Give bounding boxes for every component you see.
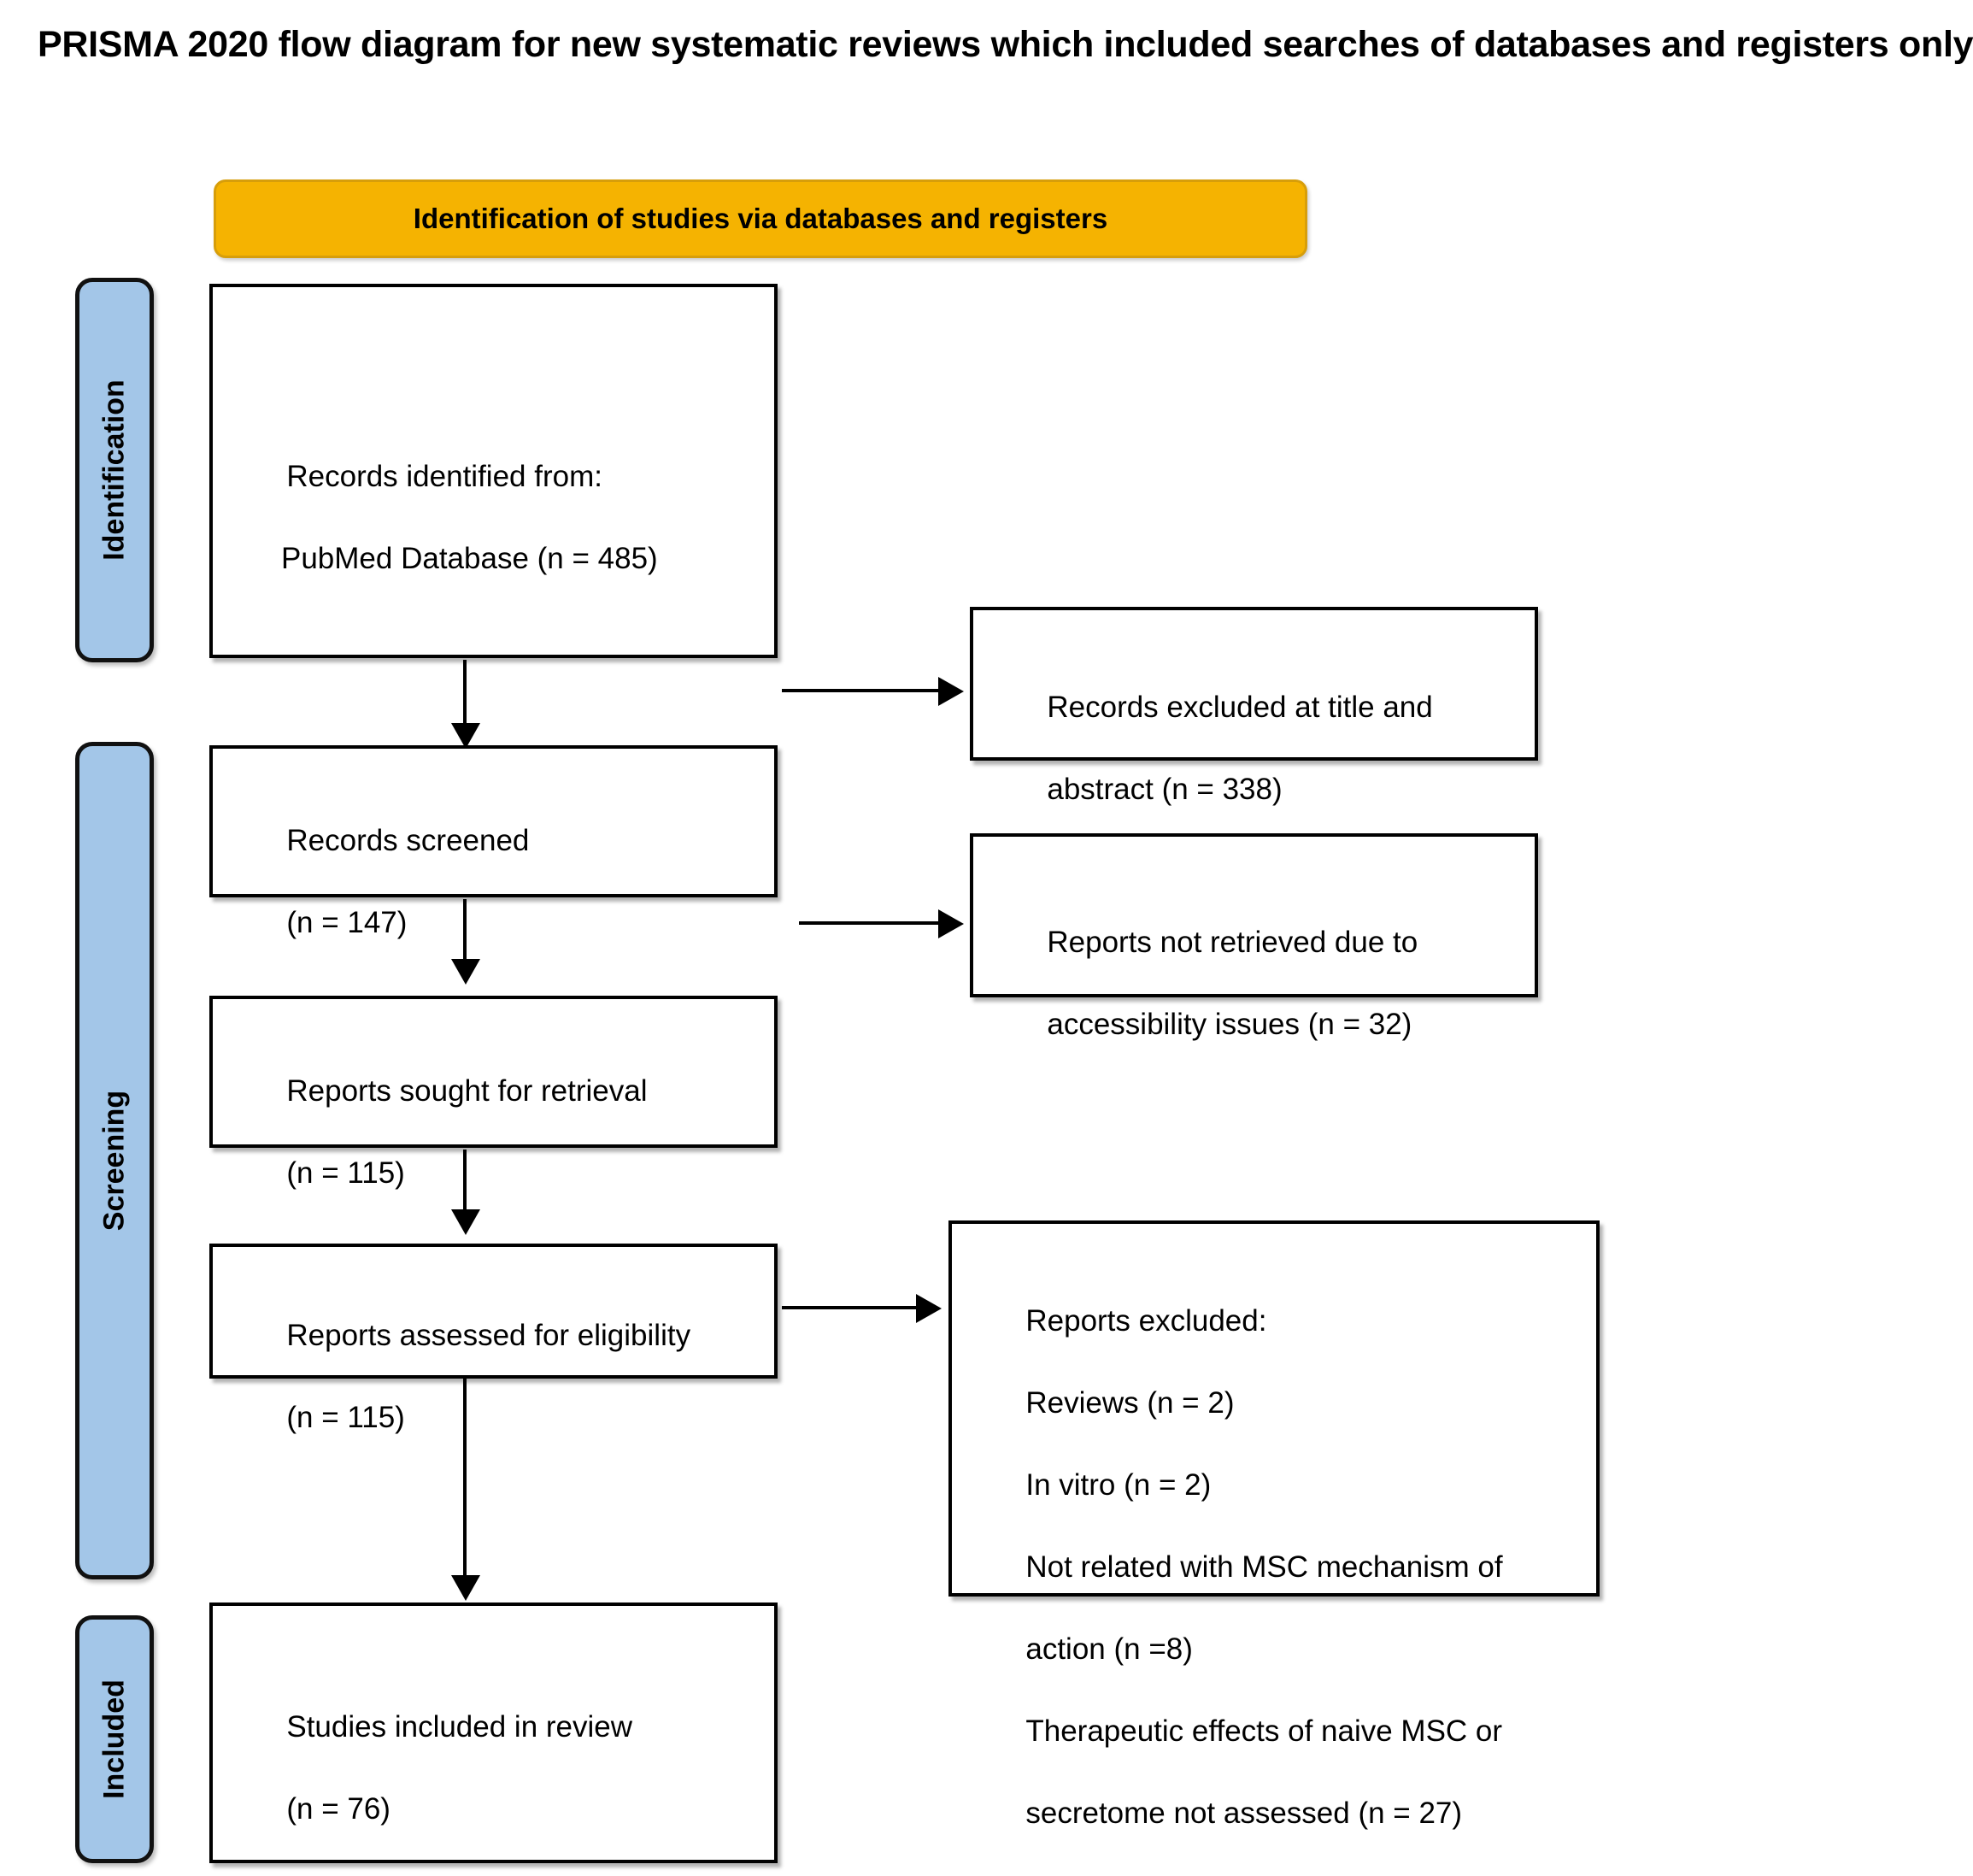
box-records-identified: Records identified from: PubMed Database… [209, 284, 778, 658]
arrow-sought-to-assessed [463, 1150, 467, 1216]
box-reports-excluded-text: Reports excluded: Reviews (n = 2) In vit… [976, 1260, 1583, 1875]
stage-tab-included: Included [75, 1615, 154, 1863]
stage-tab-screening-label: Screening [97, 1090, 131, 1232]
records-identified-line1: Records identified from: [286, 460, 602, 493]
arrow-screened-to-sought [463, 899, 467, 966]
reports-assessed-line2: (n = 115) [286, 1401, 405, 1434]
records-screened-line2: (n = 147) [286, 906, 408, 939]
identification-banner-label: Identification of studies via databases … [413, 203, 1108, 234]
page-title: PRISMA 2020 flow diagram for new systema… [38, 24, 1973, 65]
box-records-identified-text: Records identified from: PubMed Database… [237, 415, 760, 662]
arrow-screened-to-sought-head [451, 959, 480, 985]
reports-excluded-line4: Not related with MSC mechanism of [1025, 1550, 1503, 1584]
stage-tab-identification: Identification [75, 278, 154, 662]
box-records-screened-text: Records screened (n = 147) [237, 779, 760, 985]
records-screened-line1: Records screened [286, 824, 530, 857]
reports-sought-line2: (n = 115) [286, 1156, 405, 1190]
box-reports-assessed-text: Reports assessed for eligibility (n = 11… [237, 1274, 760, 1479]
box-records-screened: Records screened (n = 147) [209, 745, 778, 939]
box-reports-not-retrieved: Reports not retrieved due to accessibili… [970, 833, 1538, 1041]
arrow-screened-to-not-retrieved [799, 921, 944, 925]
records-identified-line2: PubMed Database (n = 485) [281, 542, 658, 575]
reports-not-retrieved-line1: Reports not retrieved due to [1047, 926, 1418, 959]
box-reports-sought: Reports sought for retrieval (n = 115) [209, 996, 778, 1190]
records-excluded-line1: Records excluded at title and [1047, 691, 1433, 724]
box-reports-sought-text: Reports sought for retrieval (n = 115) [237, 1030, 760, 1235]
arrow-assessed-to-excluded [782, 1306, 919, 1309]
studies-included-line1: Studies included in review [286, 1710, 633, 1744]
arrow-identified-to-excluded-head [938, 677, 964, 706]
box-reports-not-retrieved-text: Reports not retrieved due to accessibili… [997, 881, 1521, 1086]
stage-tab-included-label: Included [97, 1679, 131, 1799]
box-studies-included-text: Studies included in review (n = 76) [237, 1666, 760, 1871]
records-excluded-line2: abstract (n = 338) [1047, 773, 1283, 806]
arrow-identified-to-screened [463, 660, 467, 730]
arrow-assessed-to-included-head [451, 1575, 480, 1601]
reports-excluded-line1: Reports excluded: [1025, 1304, 1267, 1338]
reports-assessed-line1: Reports assessed for eligibility [286, 1319, 691, 1352]
reports-excluded-line6: Therapeutic effects of naive MSC or [1025, 1714, 1503, 1748]
reports-sought-line1: Reports sought for retrieval [286, 1074, 648, 1108]
arrow-assessed-to-included [463, 1379, 467, 1582]
box-studies-included: Studies included in review (n = 76) [209, 1603, 778, 1863]
reports-excluded-line7: secretome not assessed (n = 27) [1025, 1797, 1463, 1830]
box-reports-assessed: Reports assessed for eligibility (n = 11… [209, 1244, 778, 1434]
arrow-identified-to-screened-head [451, 723, 480, 749]
stage-tab-identification-label: Identification [97, 379, 131, 561]
identification-banner: Identification of studies via databases … [214, 179, 1307, 258]
box-records-excluded-text: Records excluded at title and abstract (… [997, 646, 1521, 851]
box-reports-excluded: Reports excluded: Reviews (n = 2) In vit… [948, 1220, 1600, 1830]
reports-not-retrieved-line2: accessibility issues (n = 32) [1047, 1008, 1412, 1041]
box-records-excluded: Records excluded at title and abstract (… [970, 607, 1538, 806]
stage-tab-screening: Screening [75, 742, 154, 1579]
arrow-identified-to-excluded [782, 689, 944, 692]
arrow-assessed-to-excluded-head [916, 1294, 942, 1323]
studies-included-line2: (n = 76) [286, 1792, 390, 1826]
arrow-screened-to-not-retrieved-head [938, 909, 964, 938]
arrow-sought-to-assessed-head [451, 1209, 480, 1235]
reports-excluded-line3: In vitro (n = 2) [1025, 1468, 1212, 1502]
reports-excluded-line2: Reviews (n = 2) [1025, 1386, 1235, 1420]
reports-excluded-line5: action (n =8) [1025, 1632, 1193, 1666]
